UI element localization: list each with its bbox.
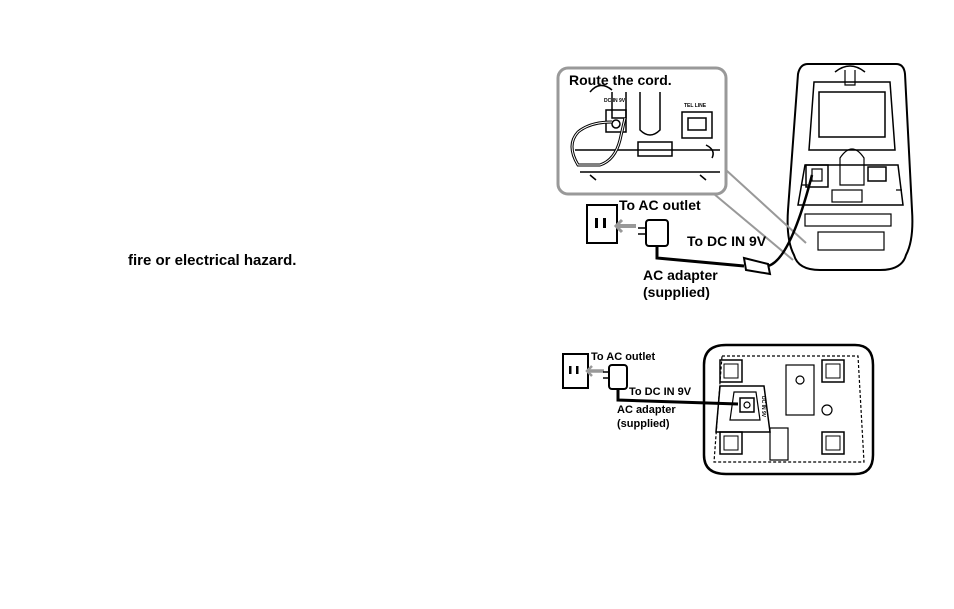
- bottom-adapter-label: AC adapter: [617, 404, 676, 416]
- base-unit-bottom: [702, 343, 875, 476]
- inset-title: Route the cord.: [569, 72, 672, 88]
- top-adapter-label: AC adapter: [643, 267, 718, 283]
- wall-outlet-bottom: [562, 353, 604, 389]
- bottom-adapter-supplied: (supplied): [617, 418, 670, 430]
- route-cord-inset: [556, 66, 807, 261]
- warning-text: fire or electrical hazard.: [128, 252, 297, 269]
- top-to-dc-in: To DC IN 9V: [687, 233, 767, 249]
- ac-adapter-top: [638, 174, 814, 276]
- bottom-to-ac-outlet: To AC outlet: [591, 351, 656, 363]
- bottom-dc-label: DC IN 9V: [760, 396, 766, 418]
- top-adapter-supplied: (supplied): [643, 284, 710, 300]
- inset-dc-label: DC IN 9V: [604, 98, 626, 104]
- ac-adapter-bottom: [603, 364, 739, 406]
- bottom-to-dc-in: To DC IN 9V: [629, 386, 692, 398]
- inset-tel-label: TEL LINE: [684, 103, 707, 109]
- base-unit-upright: [786, 63, 914, 271]
- top-to-ac-outlet: To AC outlet: [619, 197, 701, 213]
- wall-outlet-top: [586, 204, 636, 244]
